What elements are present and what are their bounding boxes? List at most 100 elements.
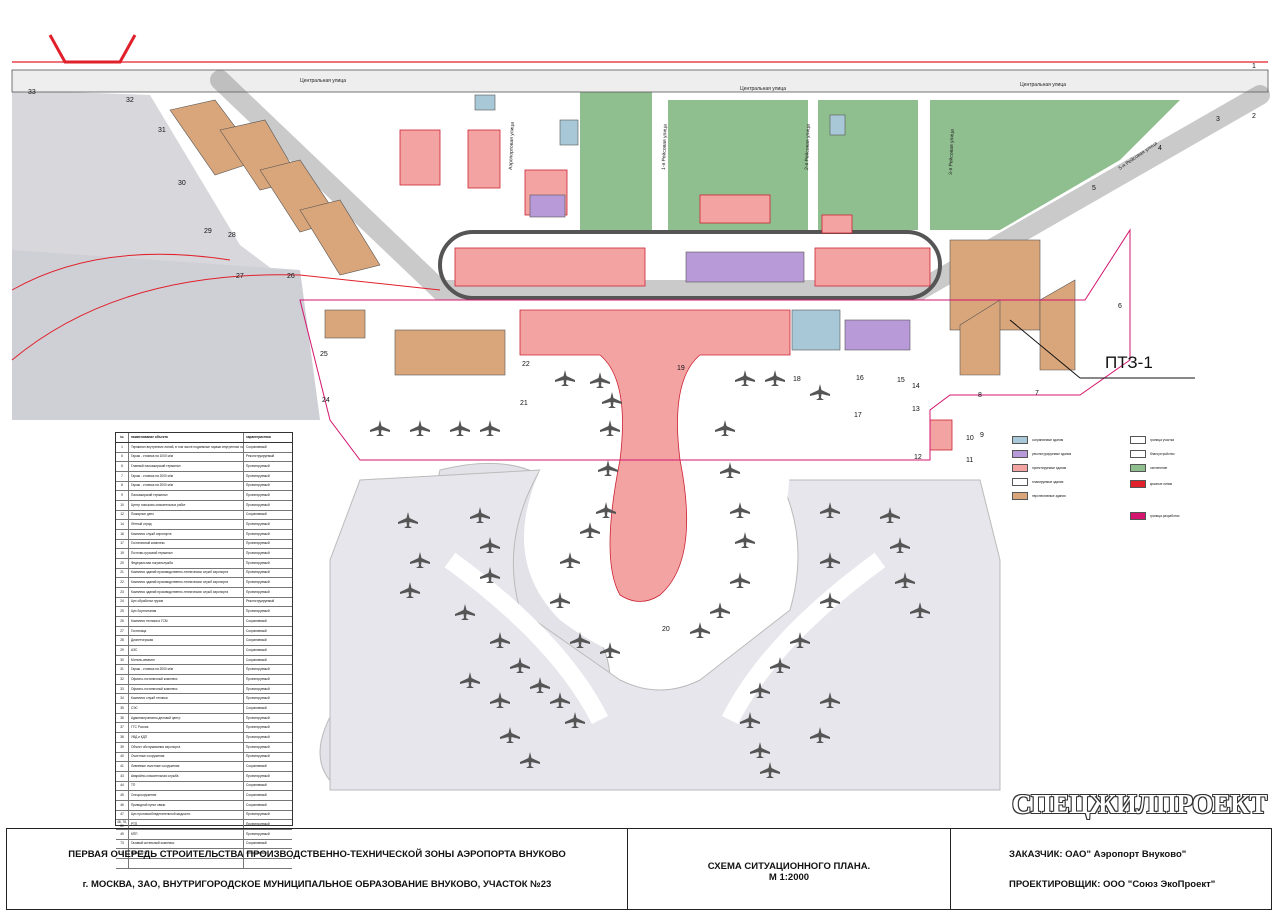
legend-swatch — [1012, 492, 1028, 500]
map-legend: сохраняемые здания реконструируемые здани… — [1012, 436, 1262, 536]
aircraft-icon — [770, 657, 790, 673]
row-object-name: АЗС — [129, 646, 244, 655]
reconstruction-buildings — [529, 194, 911, 351]
row-number: 40 — [116, 752, 129, 762]
row-object-name: УВД и КДП — [129, 733, 244, 742]
row-status: Проектируемый — [246, 531, 270, 536]
row-number: 32 — [116, 675, 129, 684]
aircraft-icon — [820, 692, 840, 708]
row-number: 33 — [116, 684, 129, 694]
row-object-name: Гараж - стоянка на 2000 м/м — [129, 472, 244, 481]
point-number: 2 — [1252, 113, 1256, 120]
row-number: 19 — [116, 549, 129, 559]
taxiway-east — [721, 552, 886, 725]
row-number: 47 — [116, 810, 129, 820]
row-number: 9 — [116, 491, 129, 501]
point-number: 22 — [522, 361, 530, 368]
aircraft-icon — [600, 420, 620, 436]
legend-label: реконструируемые здания — [1032, 452, 1072, 456]
point-number: 28 — [228, 232, 236, 239]
central-street — [11, 69, 1269, 93]
aircraft-icon — [565, 712, 585, 728]
row-object-name: Комплекс служб техники — [129, 694, 244, 704]
legend-table-header: № наименование объекта характеристика — [116, 433, 292, 443]
row-object-name: Терминал внутренних линий, в том числе п… — [129, 443, 244, 452]
row-object-name: Комплекс зданий производственно-техничес… — [129, 578, 244, 588]
row-number: 38 — [116, 733, 129, 742]
green-block-4 — [930, 100, 1180, 230]
row-object-name: Комплекс зданий производственно-техничес… — [129, 588, 244, 597]
row-status: Сохраняемый — [246, 841, 267, 846]
legend-label: красные линии — [1150, 482, 1173, 486]
row-status: Сохраняемый — [246, 647, 267, 652]
aircraft-icon — [910, 602, 930, 618]
row-object-name: Цех обработки грузов — [129, 597, 244, 607]
row-status: Проектируемый — [246, 821, 270, 826]
row-object-name: Цех противообледенительной жидкости — [129, 810, 244, 820]
aircraft-icon — [735, 532, 755, 548]
aircraft-icon — [398, 512, 418, 528]
aircraft-icon — [720, 462, 740, 478]
aircraft-icon — [730, 572, 750, 588]
row-number: 44 — [116, 781, 129, 791]
row-status: Проектируемый — [246, 560, 270, 565]
aircraft-icon — [690, 622, 710, 638]
row-status: Сохраняемый — [246, 792, 267, 797]
row-status: Проектируемый — [246, 676, 270, 681]
point-number: 26 — [287, 273, 295, 280]
legend-swatch — [1130, 480, 1146, 488]
row-number: 5 — [116, 452, 129, 462]
legend-swatch — [1130, 512, 1146, 520]
aircraft-icon — [820, 592, 840, 608]
point-number: 31 — [158, 127, 166, 134]
row-status: Сохраняемый — [246, 628, 267, 633]
row-object-name: Главный пассажирский терминал — [129, 462, 244, 472]
row-number: 1 — [116, 443, 129, 452]
aircraft-icon — [460, 672, 480, 688]
point-number: 8 — [978, 392, 982, 399]
point-number: 27 — [236, 273, 244, 280]
row-number: 36 — [116, 713, 129, 723]
projected-buildings — [399, 129, 953, 602]
row-object-name: Газовый котельный комплекс — [129, 839, 244, 849]
row-status: Сохраняемый — [246, 802, 267, 807]
row-number: 24 — [116, 597, 129, 607]
aircraft-icon — [715, 420, 735, 436]
aircraft-icon — [895, 572, 915, 588]
row-number: 49 — [116, 829, 129, 839]
row-object-name: Гостиница — [129, 626, 244, 636]
point-number: 24 — [322, 397, 330, 404]
row-status: Проектируемый — [246, 580, 270, 585]
row-number: 41 — [116, 762, 129, 771]
row-object-name: Объект обслуживания аэропорта — [129, 742, 244, 752]
row-status: Проектируемый — [246, 744, 270, 749]
aircraft-icon — [810, 384, 830, 400]
legend-label: сохраняемые здания — [1032, 438, 1064, 442]
aircraft-icon — [750, 742, 770, 758]
street-label: 2-я Рейсовая улица — [803, 124, 812, 170]
row-status: Проектируемый — [246, 551, 270, 556]
aircraft-icon — [890, 537, 910, 553]
aircraft-icon — [580, 522, 600, 538]
row-number: 6 — [116, 462, 129, 472]
row-status: Сохраняемый — [246, 512, 267, 517]
row-object-name: РТП — [129, 820, 244, 829]
legend-label: озеленение — [1150, 466, 1168, 470]
legend-label: перспективные здания — [1032, 494, 1066, 498]
aircraft-icon — [598, 460, 618, 476]
legend-label: граница разработки — [1150, 514, 1180, 518]
row-number: 43 — [116, 771, 129, 781]
row-status: Проектируемый — [246, 483, 270, 488]
row-number: 12 — [116, 510, 129, 520]
row-number: 46 — [116, 800, 129, 810]
